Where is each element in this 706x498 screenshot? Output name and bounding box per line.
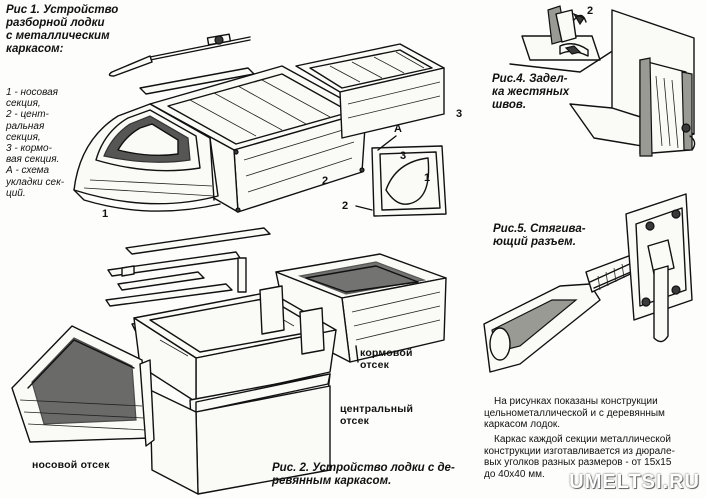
- figure-2-caption-line: ревянным каркасом.: [272, 474, 392, 487]
- figure-5-caption-line: Рис.5. Стягива-: [493, 223, 586, 235]
- figure-1-caption-line: каркасом:: [6, 42, 64, 55]
- fig4-callout-2: 2: [587, 5, 594, 17]
- box-under-central: [149, 385, 331, 495]
- central-label-line: отсек: [340, 414, 370, 427]
- fig1-callout-2: 2: [322, 175, 329, 187]
- figure-4-caption-line: швов.: [492, 98, 527, 111]
- body-paragraph-2: Каркас каждой секции металлической конст…: [484, 434, 702, 481]
- legend-line: ций.: [6, 187, 26, 199]
- figure-4-caption-line: ка жестяных: [492, 85, 570, 98]
- figure-2-caption: Рис. 2. Устройство лодки с де- ревянным …: [272, 462, 455, 488]
- figure-1-caption: Рис 1. Устройство разборной лодки с мета…: [6, 4, 118, 56]
- body-line: каркасом лодок.: [484, 419, 561, 431]
- legend-line: 3 - кормо-: [6, 142, 52, 154]
- stern-compartment-label: кормовой отсек: [360, 347, 413, 372]
- central-compartment-label: центральный отсек: [340, 403, 414, 428]
- tin-seam-detail-small: [509, 5, 615, 73]
- legend-line: 2 - цент-: [6, 109, 49, 121]
- figure-4-caption-line: Рис.4. Задел-: [492, 73, 568, 85]
- scheme-callout-3: 3: [400, 150, 407, 162]
- figure-1-caption-line: с металлическим: [6, 29, 110, 42]
- legend-line: секция,: [6, 131, 41, 143]
- fig1-callout-1: 1: [102, 208, 109, 220]
- body-paragraph-1: На рисунках показаны конструкции цельном…: [484, 396, 702, 431]
- figure-1-legend: 1 - носовая секция, 2 - цент- ральная се…: [6, 87, 64, 199]
- stern-section-wooden: [275, 253, 447, 363]
- central-label-line: центральный: [340, 403, 414, 415]
- bow-section-metal: [73, 103, 221, 212]
- legend-line: укладки сек-: [6, 176, 65, 188]
- figure-5-caption-line: ющий разъем.: [493, 235, 576, 248]
- body-line: вых уголков разных размеров - от 15х15: [484, 457, 672, 469]
- legend-line: А - схема: [6, 165, 50, 177]
- body-line: конструкции изготавливается из дюрале-: [484, 445, 675, 457]
- body-line: Каркас каждой секции металлической: [494, 434, 671, 445]
- site-watermark: UMELTSI.RU: [569, 471, 700, 493]
- figure-2-caption-line: Рис. 2. Устройство лодки с де-: [272, 462, 455, 474]
- body-line: цельнометаллической и с деревянным: [484, 407, 665, 419]
- figure-4-caption: Рис.4. Задел- ка жестяных швов.: [492, 73, 569, 112]
- legend-line: вая секция.: [6, 154, 60, 166]
- central-section-wooden: [133, 285, 337, 441]
- scheme-a-label: А: [394, 123, 402, 135]
- stern-label-line: кормовой: [360, 347, 413, 359]
- body-line: На рисунках показаны конструкции: [494, 396, 658, 407]
- clamp-connector: [483, 193, 693, 373]
- figure-1-caption-line: разборной лодки: [6, 16, 105, 29]
- scheme-callout-2: 2: [342, 200, 349, 212]
- tin-seam-detail-large: [569, 9, 696, 157]
- bow-compartment-label: носовой отсек: [32, 459, 110, 471]
- stern-label-line: отсек: [360, 358, 390, 371]
- legend-line: ральная: [6, 120, 45, 132]
- figure-5-caption: Рис.5. Стягива- ющий разъем.: [493, 223, 586, 249]
- bow-section-wooden: [11, 325, 155, 447]
- paddle-illustration: [108, 33, 251, 77]
- stern-section-metal: [295, 43, 445, 139]
- figure-1-caption-line: Рис 1. Устройство: [6, 4, 119, 16]
- legend-line: 1 - носовая: [6, 87, 58, 98]
- scheme-callout-1: 1: [424, 172, 431, 184]
- fig1-callout-3: 3: [456, 108, 463, 120]
- body-line: до 40х40 мм.: [484, 469, 545, 481]
- legend-line: секция,: [6, 98, 41, 110]
- scheme-a: [355, 135, 447, 217]
